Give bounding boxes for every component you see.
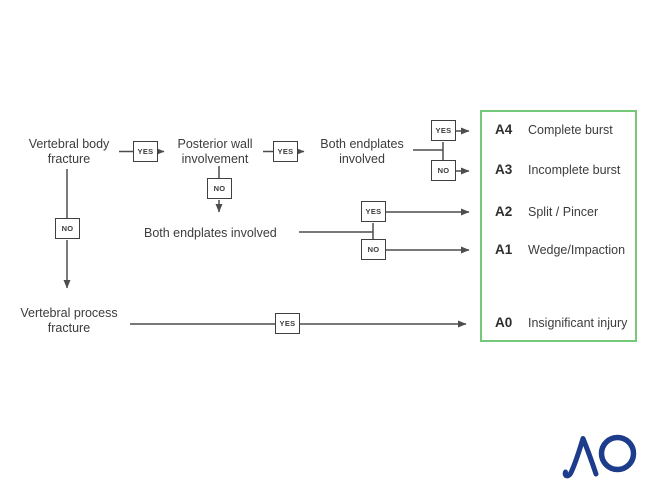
ao-logo-letter-o [598,434,637,473]
decision-yes-process-fracture: YES [275,313,300,334]
node-posterior-wall-involvement: Posterior wall involvement [177,137,253,166]
classification-row-a2: A2 Split / Pincer [495,204,598,219]
classification-label: Insignificant injury [528,316,628,330]
classification-label: Wedge/Impaction [528,243,626,257]
classification-code: A1 [495,242,513,257]
decision-no-posterior-wall: NO [207,178,232,199]
classification-code: A0 [495,315,513,330]
classification-label: Incomplete burst [528,163,621,177]
node-vertebral-body-fracture: Vertebral body fracture [28,137,110,166]
decision-no-endplates-top: NO [431,160,456,181]
decision-no-endplates-middle: NO [361,239,386,260]
connector-group [63,127,470,328]
classification-code: A3 [495,162,513,177]
classification-label: Complete burst [528,123,613,137]
classification-row-a3: A3 Incomplete burst [495,162,620,177]
classification-label: Split / Pincer [528,205,599,219]
decision-yes-endplates-top: YES [431,120,456,141]
node-vertebral-process-fracture: Vertebral process fracture [20,306,118,335]
classification-row-a4: A4 Complete burst [495,122,613,137]
node-both-endplates-involved-middle: Both endplates involved [144,226,277,240]
classification-code: A2 [495,204,513,219]
classification-row-a0: A0 Insignificant injury [495,315,627,330]
decision-yes-endplates-middle: YES [361,201,386,222]
decision-yes-posterior-wall: YES [273,141,298,162]
classification-row-a1: A1 Wedge/Impaction [495,242,625,257]
classification-code: A4 [495,122,513,137]
decision-yes-body-fracture: YES [133,141,158,162]
ao-logo-letter-a [562,436,599,479]
classification-panel: A4 Complete burst A3 Incomplete burst A2… [480,110,637,342]
decision-no-body-fracture: NO [55,218,80,239]
ao-logo [562,434,637,479]
node-both-endplates-involved-top: Both endplates involved [320,137,404,166]
